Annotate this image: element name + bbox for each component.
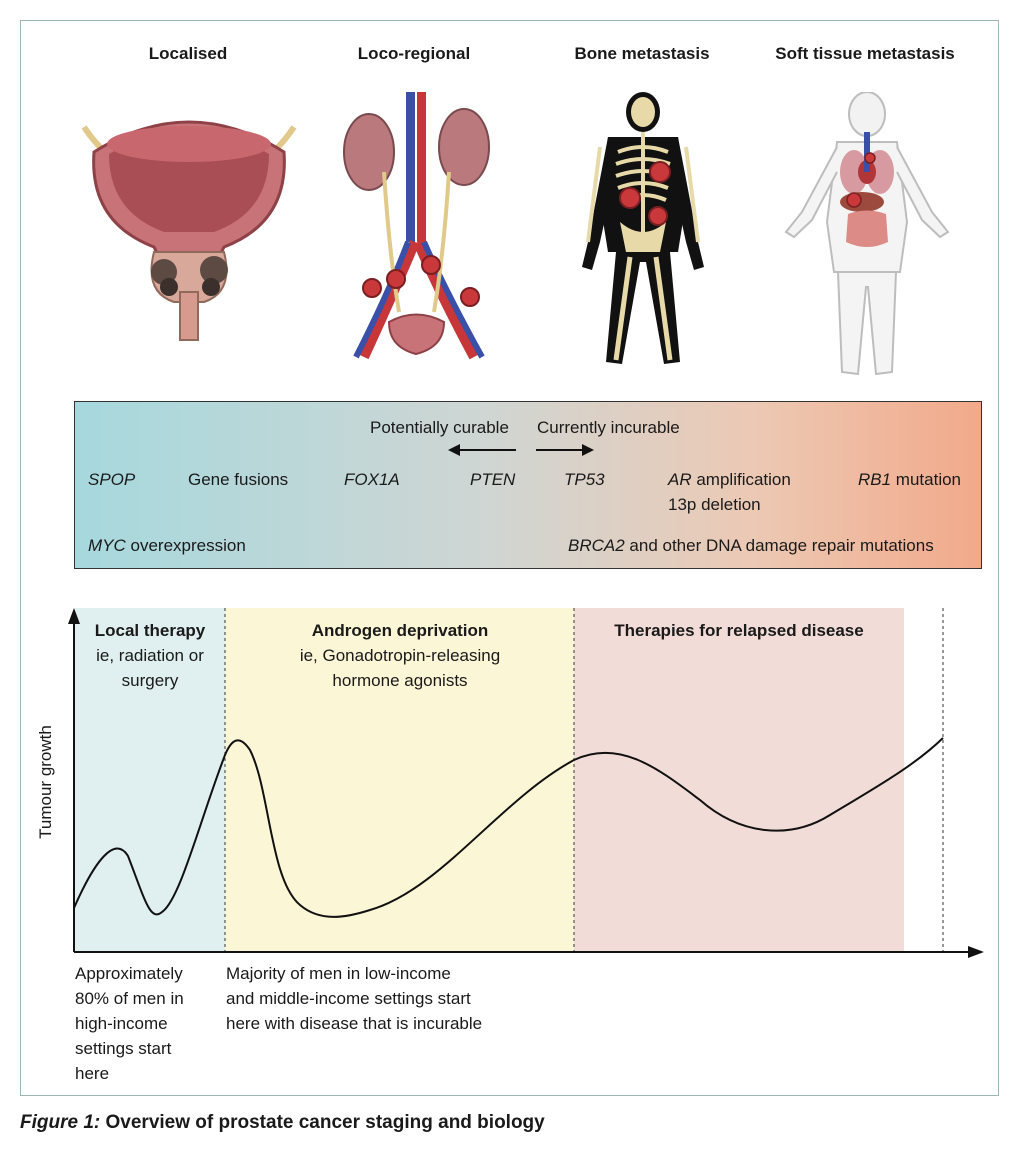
low-income-note-line: Majority of men in low-income <box>226 964 451 983</box>
gene-rb1-suffix: mutation <box>891 470 962 489</box>
androgen-deprivation-zone <box>225 608 574 952</box>
androgen-deprivation-text: Androgen deprivation ie, Gonadotropin-re… <box>255 618 545 693</box>
stage-title-localised: Localised <box>148 44 228 63</box>
androgen-deprivation-line1: ie, Gonadotropin-releasing <box>299 646 501 665</box>
high-income-note-line: 80% of men in <box>75 989 184 1008</box>
gene-myc-overexpression: MYC overexpression <box>88 536 246 556</box>
local-therapy-zone <box>75 608 225 952</box>
gene-ar-suffix: amplification <box>691 470 791 489</box>
relapsed-disease-title: Therapies for relapsed disease <box>614 621 864 640</box>
bone-metastasis-skeleton-illustration <box>582 92 704 364</box>
gene-tp53: TP53 <box>564 470 605 489</box>
relapsed-disease-zone <box>574 608 904 952</box>
local-therapy-text: Local therapy ie, radiation or surgery <box>75 618 225 693</box>
local-therapy-title: Local therapy <box>94 621 206 640</box>
high-income-note-line: here <box>75 1064 110 1083</box>
tumour-growth-curve <box>73 737 944 918</box>
gene-spop: SPOP <box>88 470 136 489</box>
high-income-note-line: high-income <box>75 1014 168 1033</box>
figure-caption-label: Figure 1: <box>20 1112 101 1133</box>
soft-tissue-metastasis-body-illustration <box>784 92 950 376</box>
tumour-growth-timeline <box>68 608 984 958</box>
high-income-note: Approximately 80% of men in high-income … <box>75 961 184 1086</box>
molecular-biology-panel <box>74 401 982 569</box>
local-therapy-line1: ie, radiation or <box>96 646 204 665</box>
gene-brca2-dna-repair: BRCA2 and other DNA damage repair mutati… <box>568 536 934 556</box>
local-therapy-line2: surgery <box>121 671 179 690</box>
locoregional-kidney-illustration <box>343 92 490 360</box>
gene-rb1-mutation: RB1 mutation <box>858 470 961 490</box>
gene-fusions: Gene fusions <box>188 470 289 489</box>
localised-bladder-illustration <box>81 120 297 341</box>
gene-ar-amplification: AR amplification <box>668 470 791 490</box>
gene-myc: MYC <box>88 536 126 555</box>
low-income-note-line: here with disease that is incurable <box>226 1014 483 1033</box>
low-income-note: Majority of men in low-income and middle… <box>226 961 482 1036</box>
gene-brca2: BRCA2 <box>568 536 625 555</box>
gene-pten: PTEN <box>470 470 516 489</box>
figure-frame <box>20 20 999 1096</box>
relapsed-disease-text: Therapies for relapsed disease <box>574 618 904 643</box>
stage-title-bone: Bone metastasis <box>574 44 710 63</box>
currently-incurable-label: Currently incurable <box>537 418 680 437</box>
gene-myc-suffix: overexpression <box>125 536 246 555</box>
gene-fox1a: FOX1A <box>344 470 400 489</box>
low-income-note-line: and middle-income settings start <box>226 989 471 1008</box>
gene-13p-deletion: 13p deletion <box>668 495 761 514</box>
androgen-deprivation-line2: hormone agonists <box>332 671 468 690</box>
gene-rb1: RB1 <box>858 470 892 489</box>
potentially-curable-label: Potentially curable <box>370 418 509 437</box>
gene-ar: AR <box>668 470 692 489</box>
androgen-deprivation-title: Androgen deprivation <box>311 621 489 640</box>
gene-brca2-suffix: and other DNA damage repair mutations <box>624 536 934 555</box>
figure-caption-text: Overview of prostate cancer staging and … <box>100 1112 545 1133</box>
stage-title-soft: Soft tissue metastasis <box>775 44 955 63</box>
y-axis-label: Tumour growth <box>36 725 55 839</box>
x-axis-arrow <box>968 946 984 958</box>
stage-title-locoregional: Loco-regional <box>357 44 471 63</box>
high-income-note-line: Approximately <box>75 964 183 983</box>
high-income-note-line: settings start <box>75 1039 172 1058</box>
y-axis-arrow <box>68 608 80 624</box>
curable-incurable-arrows <box>448 444 594 456</box>
figure-caption: Figure 1: Overview of prostate cancer st… <box>20 1112 545 1134</box>
